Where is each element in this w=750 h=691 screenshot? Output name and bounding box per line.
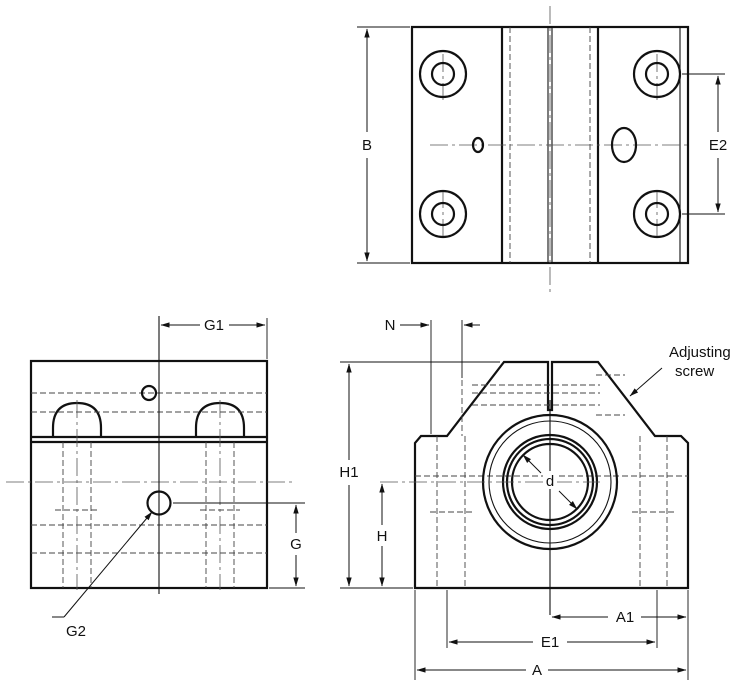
label-B: B: [362, 137, 372, 154]
label-G1: G1: [204, 317, 224, 334]
leader-adjusting-screw: Adjusting screw: [629, 344, 731, 397]
leader-G2: G2: [52, 511, 153, 640]
label-A: A: [532, 662, 542, 679]
dimension-A1: A1: [551, 590, 689, 680]
side-view-outline: [29, 359, 269, 590]
top-view: B E2: [357, 6, 727, 296]
label-d: d: [546, 473, 554, 490]
label-G: G: [290, 536, 302, 553]
label-adjusting: Adjusting: [669, 344, 731, 361]
mounting-hole-top-left: [418, 49, 468, 99]
label-H1: H1: [339, 464, 358, 481]
label-N: N: [385, 317, 396, 334]
side-hole-G2: [146, 490, 172, 516]
front-view-outline: [413, 360, 690, 590]
adjusting-screw-hole: [610, 126, 638, 164]
lube-hole: [471, 136, 485, 154]
dimension-N: N: [385, 317, 480, 434]
dimension-d: d: [522, 454, 578, 510]
mounting-hole-top-right: [632, 49, 682, 99]
label-E2: E2: [709, 137, 727, 154]
front-view: d N H1 H A1: [339, 317, 731, 680]
dimension-A: A: [414, 590, 687, 680]
side-small-hole: [140, 384, 158, 402]
label-screw: screw: [675, 363, 714, 380]
mounting-hole-bottom-left: [418, 189, 468, 239]
dimension-H1: H1: [339, 361, 500, 589]
dimension-E2: E2: [682, 73, 727, 215]
label-H: H: [377, 528, 388, 545]
mounting-hole-bottom-right: [632, 189, 682, 239]
dimension-G: G: [173, 502, 305, 589]
dimension-E1: E1: [446, 590, 658, 651]
side-view: G1 G G2: [6, 316, 305, 640]
dimension-G1: G1: [160, 317, 268, 359]
dimension-B: B: [357, 26, 410, 264]
dimension-H: H: [377, 483, 388, 587]
label-E1: E1: [541, 634, 559, 651]
label-A1: A1: [616, 609, 634, 626]
label-G2: G2: [66, 623, 86, 640]
